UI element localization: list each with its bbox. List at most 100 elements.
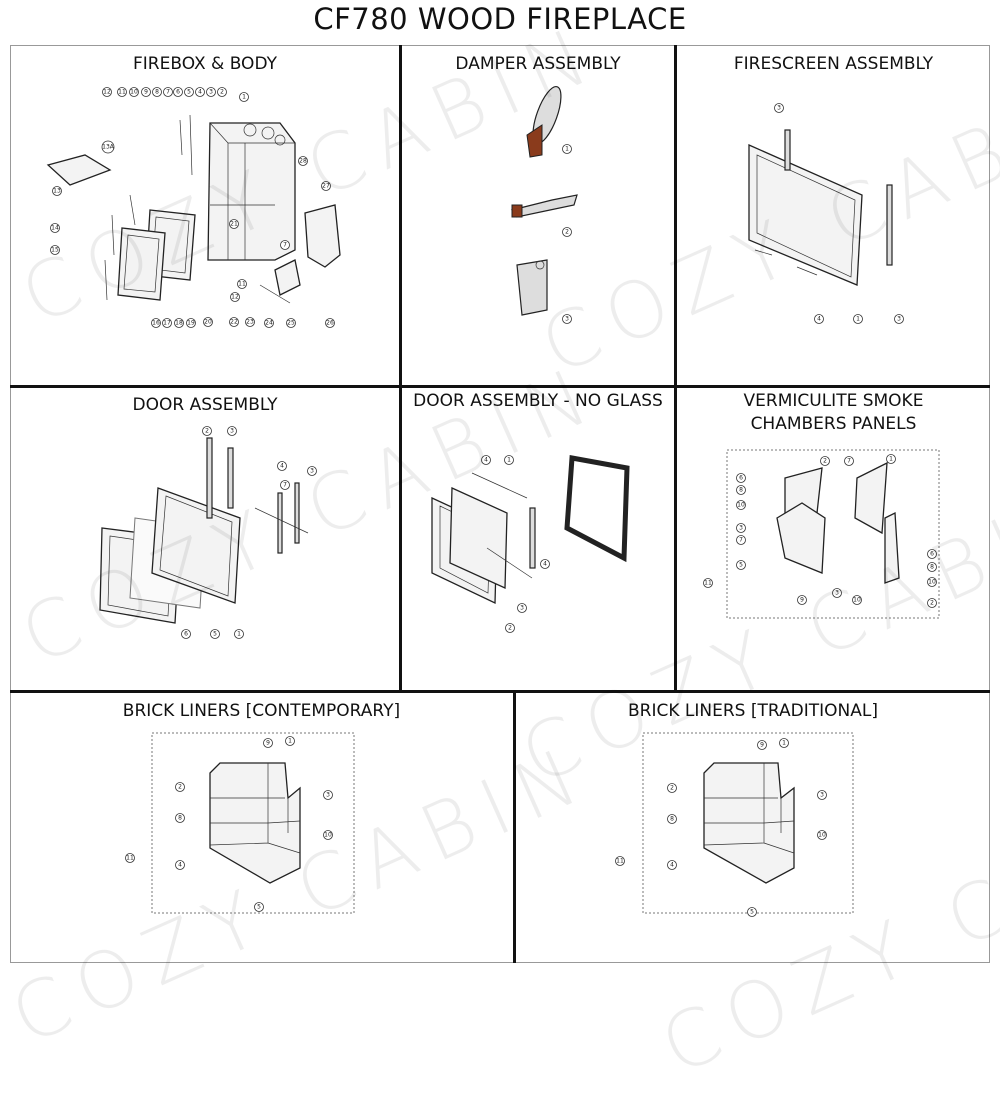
callout-part-2: 2 (927, 598, 937, 608)
callout-label: 7 (283, 482, 287, 489)
callout-part-21: 21 (229, 219, 239, 229)
callout-part-25: 25 (286, 318, 296, 328)
callout-part-10: 10 (323, 830, 333, 840)
callout-part-26: 26 (325, 318, 335, 328)
callout-label: 3 (326, 792, 330, 799)
callout-label: 10 (853, 597, 861, 604)
callout-label: 17 (163, 320, 171, 327)
callout-part-2: 2 (505, 623, 515, 633)
callout-label: 1 (242, 94, 246, 101)
callout-label: 5 (187, 89, 191, 96)
panel-title: BRICK LINERS [CONTEMPORARY] (122, 701, 401, 721)
callout-circle (237, 279, 247, 289)
callout-label: 3 (777, 105, 781, 112)
callout-part-4: 4 (667, 860, 677, 870)
callout-label: 6 (930, 551, 934, 558)
callout-label: 5 (739, 562, 743, 569)
callout-circle (517, 603, 527, 613)
callout-circle (736, 473, 746, 483)
callout-circle (186, 318, 196, 328)
callout-part-1: 1 (285, 736, 295, 746)
callout-label: 4 (543, 561, 547, 568)
diagram-grid (10, 45, 990, 963)
callout-label: 7 (739, 537, 743, 544)
callout-circle (277, 461, 287, 471)
callout-label: 5 (213, 631, 217, 638)
callout-label: 10 (928, 579, 936, 586)
callout-circle (52, 186, 62, 196)
callout-part-3: 3 (736, 523, 746, 533)
callout-label: 3 (835, 590, 839, 597)
callout-label: 1 (288, 738, 292, 745)
callout-circle (101, 140, 115, 154)
callout-part-11: 11 (237, 279, 247, 289)
callout-circle (481, 455, 491, 465)
callout-part-28: 28 (298, 156, 308, 166)
callout-circle (667, 860, 677, 870)
callout-part-8: 8 (736, 485, 746, 495)
callout-label: 27 (322, 183, 330, 190)
page-title: CF780 WOOD FIREPLACE (313, 2, 687, 36)
callout-label: 26 (326, 320, 334, 327)
callout-circle (280, 480, 290, 490)
callout-part-1: 1 (239, 92, 249, 102)
callout-part-15: 15 (50, 245, 60, 255)
callout-circle (736, 485, 746, 495)
divider (674, 45, 677, 692)
callout-label: 6 (184, 631, 188, 638)
callout-circle (181, 629, 191, 639)
callout-part-3: 3 (517, 603, 527, 613)
callout-circle (175, 813, 185, 823)
callout-part-1: 1 (886, 454, 896, 464)
callout-circle (832, 588, 842, 598)
callout-part-9: 9 (797, 595, 807, 605)
callout-circle (736, 560, 746, 570)
callout-label: 2 (823, 458, 827, 465)
callout-circle (325, 318, 335, 328)
callout-label: 6 (739, 475, 743, 482)
callout-part-1: 1 (853, 314, 863, 324)
callout-circle (323, 790, 333, 800)
callout-label: 11 (616, 858, 624, 865)
callout-part-3: 3 (307, 466, 317, 476)
callout-label: 1 (237, 631, 241, 638)
callout-label: 9 (144, 89, 148, 96)
callout-part-11: 11 (117, 87, 127, 97)
callout-circle (927, 549, 937, 559)
callout-label: 3 (310, 468, 314, 475)
callout-circle (217, 87, 227, 97)
panel-title: DOOR ASSEMBLY (132, 395, 278, 415)
callout-part-3: 3 (832, 588, 842, 598)
callout-part-6: 6 (173, 87, 183, 97)
callout-circle (254, 902, 264, 912)
callout-label: 21 (230, 221, 238, 228)
callout-part-4: 4 (195, 87, 205, 97)
callout-circle (50, 245, 60, 255)
callout-label: 3 (820, 792, 824, 799)
panel-title: DOOR ASSEMBLY - NO GLASS (413, 391, 663, 411)
callout-part-4: 4 (277, 461, 287, 471)
callout-part-10: 10 (736, 500, 746, 510)
callout-part-10: 10 (927, 577, 937, 587)
callout-circle (203, 317, 213, 327)
callout-circle (747, 907, 757, 917)
callout-label: 6 (176, 89, 180, 96)
callout-part-12: 12 (230, 292, 240, 302)
callout-circle (264, 318, 274, 328)
callout-label: 11 (126, 855, 134, 862)
callout-circle (927, 562, 937, 572)
callout-part-5: 5 (210, 629, 220, 639)
callout-circle (505, 623, 515, 633)
callout-circle (117, 87, 127, 97)
callout-circle (280, 240, 290, 250)
callout-part-11: 11 (125, 853, 135, 863)
callout-part-4: 4 (814, 314, 824, 324)
callout-label: 5 (750, 909, 754, 916)
